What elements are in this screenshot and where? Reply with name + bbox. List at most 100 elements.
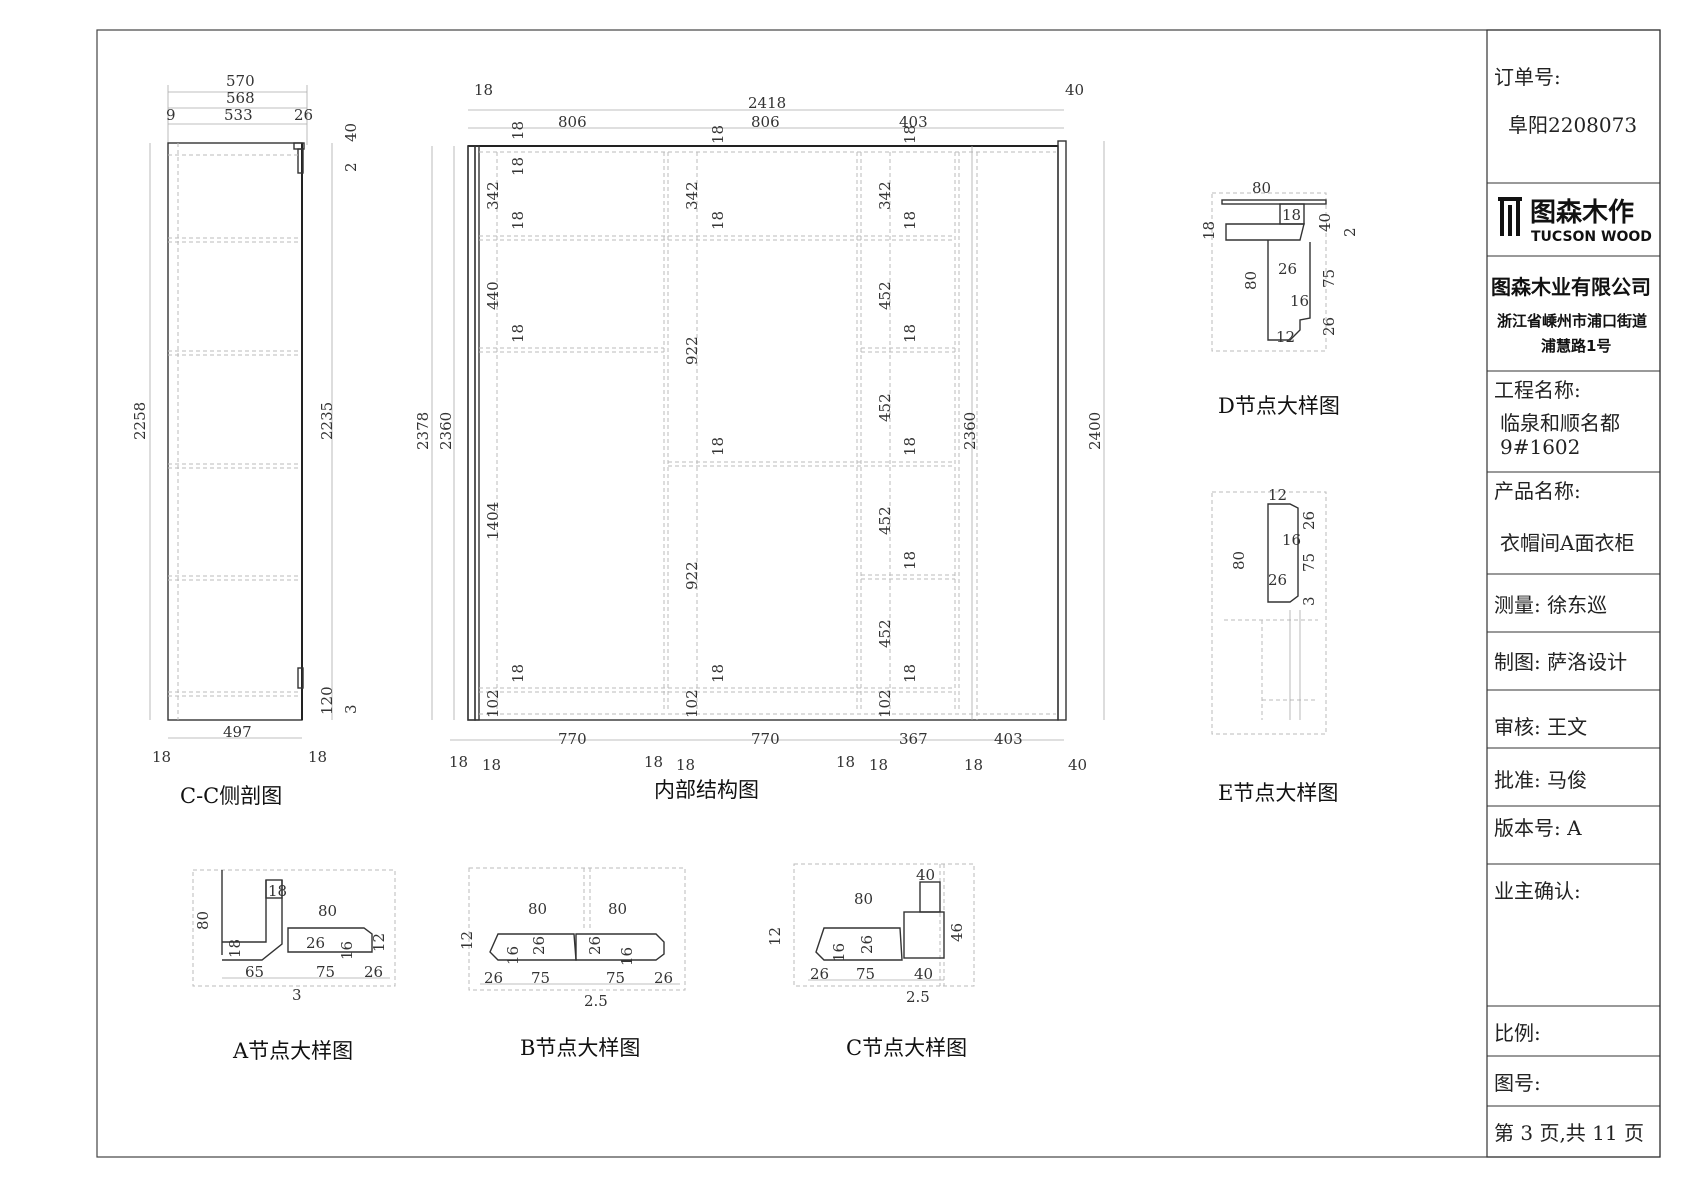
dim-bay3-452c: 452 (876, 506, 894, 535)
c-dim-12: 12 (766, 927, 784, 946)
dim-bay-top-1: 806 (558, 113, 587, 131)
d-dim-18a: 18 (1282, 206, 1301, 224)
reviewed-by: 审核: 王文 (1494, 715, 1587, 739)
dim-2258: 2258 (131, 402, 149, 440)
dim-bay1-1404: 1404 (484, 502, 502, 540)
b-dim-26d: 26 (654, 969, 673, 987)
c-dim-75: 75 (856, 965, 875, 983)
a-dim-26b: 26 (364, 963, 383, 981)
b-dim-26a: 26 (530, 936, 548, 955)
caption-side-section: C-C侧剖图 (180, 784, 282, 808)
detail-b-view: 80 80 12 16 26 26 16 26 75 75 26 2.5 B节点… (458, 867, 686, 1060)
drafted-by: 制图: 萨洛设计 (1494, 650, 1627, 674)
dim-2400: 2400 (1086, 412, 1104, 450)
a-dim-18b: 18 (226, 939, 244, 958)
e-dim-75: 75 (1300, 553, 1318, 572)
logo-en: TUCSON WOOD (1531, 229, 1652, 245)
dim-bay3-18d: 18 (901, 437, 919, 456)
detail-e-view: 12 26 16 80 26 75 3 E节点大样图 (1211, 486, 1338, 805)
d-dim-75: 75 (1320, 269, 1338, 288)
a-dim-12: 12 (370, 933, 388, 952)
dim-bay3-102: 102 (876, 689, 894, 718)
b-dim-12: 12 (458, 931, 476, 950)
dim-2235: 2235 (318, 402, 336, 440)
dim-3: 3 (342, 704, 360, 714)
dim-26: 26 (294, 106, 313, 124)
logo-mark-icon (1498, 197, 1522, 236)
a-dim-26: 26 (306, 934, 325, 952)
dim-2: 2 (342, 162, 360, 172)
company-logo: 图森木作 TUCSON WOOD (1498, 197, 1652, 245)
caption-detail-a: A节点大样图 (232, 1039, 353, 1063)
dim-bay2-18d: 18 (709, 664, 727, 683)
page-indicator: 第 3 页,共 11 页 (1494, 1121, 1644, 1145)
a-dim-65: 65 (245, 963, 264, 981)
dim-bay3-452b: 452 (876, 393, 894, 422)
caption-detail-c: C节点大样图 (846, 1036, 967, 1060)
measured-by: 测量: 徐东巡 (1494, 593, 1607, 617)
a-dim-75: 75 (316, 963, 335, 981)
detail-c-view: 40 80 12 16 26 46 26 75 40 2.5 C节点大样图 (766, 863, 975, 1060)
title-block: 订单号: 阜阳2208073 图森木作 TUCSON WOOD 图森木业有限公司… (1486, 29, 1661, 1158)
e-dim-80: 80 (1230, 551, 1248, 570)
dim-568: 568 (226, 89, 255, 107)
c-dim-16: 16 (830, 943, 848, 962)
dim-497: 497 (223, 723, 252, 741)
dim-bay3-18c: 18 (901, 324, 919, 343)
dim-bottom-18c: 18 (644, 753, 663, 771)
dim-bay3-452a: 452 (876, 281, 894, 310)
b-dim-16a: 16 (504, 946, 522, 965)
dim-bay2-922a: 922 (683, 336, 701, 365)
e-dim-3: 3 (1300, 596, 1318, 606)
c-dim-80: 80 (854, 890, 873, 908)
dim-top-right-40: 40 (1065, 81, 1084, 99)
order-value: 阜阳2208073 (1508, 113, 1637, 137)
d-dim-26b: 26 (1320, 317, 1338, 336)
dim-bay2-102: 102 (683, 689, 701, 718)
product-label: 产品名称: (1494, 479, 1581, 503)
dim-bay2-922b: 922 (683, 561, 701, 590)
dim-2378: 2378 (414, 412, 432, 450)
dim-bay-bottom-4: 403 (994, 730, 1023, 748)
dim-bay1-342: 342 (484, 181, 502, 210)
project-name-2: 9#1602 (1500, 435, 1580, 459)
a-dim-3: 3 (292, 986, 302, 1004)
dim-9: 9 (166, 106, 176, 124)
dim-bay2-18a: 18 (709, 125, 727, 144)
version: 版本号: A (1494, 816, 1582, 840)
c-dim-26: 26 (858, 935, 876, 954)
dim-bay-bottom-2: 770 (751, 730, 780, 748)
d-dim-80v: 80 (1242, 271, 1260, 290)
caption-internal: 内部结构图 (654, 778, 759, 802)
e-dim-12: 12 (1268, 486, 1287, 504)
detail-a-view: 18 80 80 26 18 16 12 65 75 26 3 A节点大样图 (192, 869, 396, 1063)
d-dim-2: 2 (1341, 227, 1359, 237)
c-dim-40a: 40 (916, 866, 935, 884)
e-dim-26a: 26 (1300, 511, 1318, 530)
company-address-2: 浦慧路1号 (1541, 337, 1611, 355)
dim-bay-bottom-3: 367 (899, 730, 928, 748)
d-dim-40: 40 (1316, 213, 1334, 232)
dim-bottom-18g: 18 (964, 756, 983, 774)
a-dim-80: 80 (318, 902, 337, 920)
product-name: 衣帽间A面衣柜 (1500, 531, 1634, 555)
dim-120: 120 (318, 686, 336, 715)
a-dim-80v: 80 (194, 911, 212, 930)
dim-bay3-342: 342 (876, 181, 894, 210)
owner-confirm: 业主确认: (1494, 879, 1581, 903)
dim-bay2-342: 342 (683, 181, 701, 210)
caption-detail-b: B节点大样图 (520, 1036, 640, 1060)
d-dim-12: 12 (1276, 328, 1295, 346)
dim-bay1-18c: 18 (509, 211, 527, 230)
dim-bottom-18d: 18 (676, 756, 695, 774)
dim-bay3-18f: 18 (901, 664, 919, 683)
dim-bay2-18b: 18 (709, 211, 727, 230)
internal-structure-view: 18 2418 40 806 806 403 (414, 81, 1105, 802)
dim-bay1-440: 440 (484, 281, 502, 310)
dim-top-left-18: 18 (474, 81, 493, 99)
d-dim-26: 26 (1278, 260, 1297, 278)
dim-bay1-102: 102 (484, 689, 502, 718)
dim-bay1-18d: 18 (509, 324, 527, 343)
b-dim-26c: 26 (484, 969, 503, 987)
a-dim-16: 16 (338, 941, 356, 960)
